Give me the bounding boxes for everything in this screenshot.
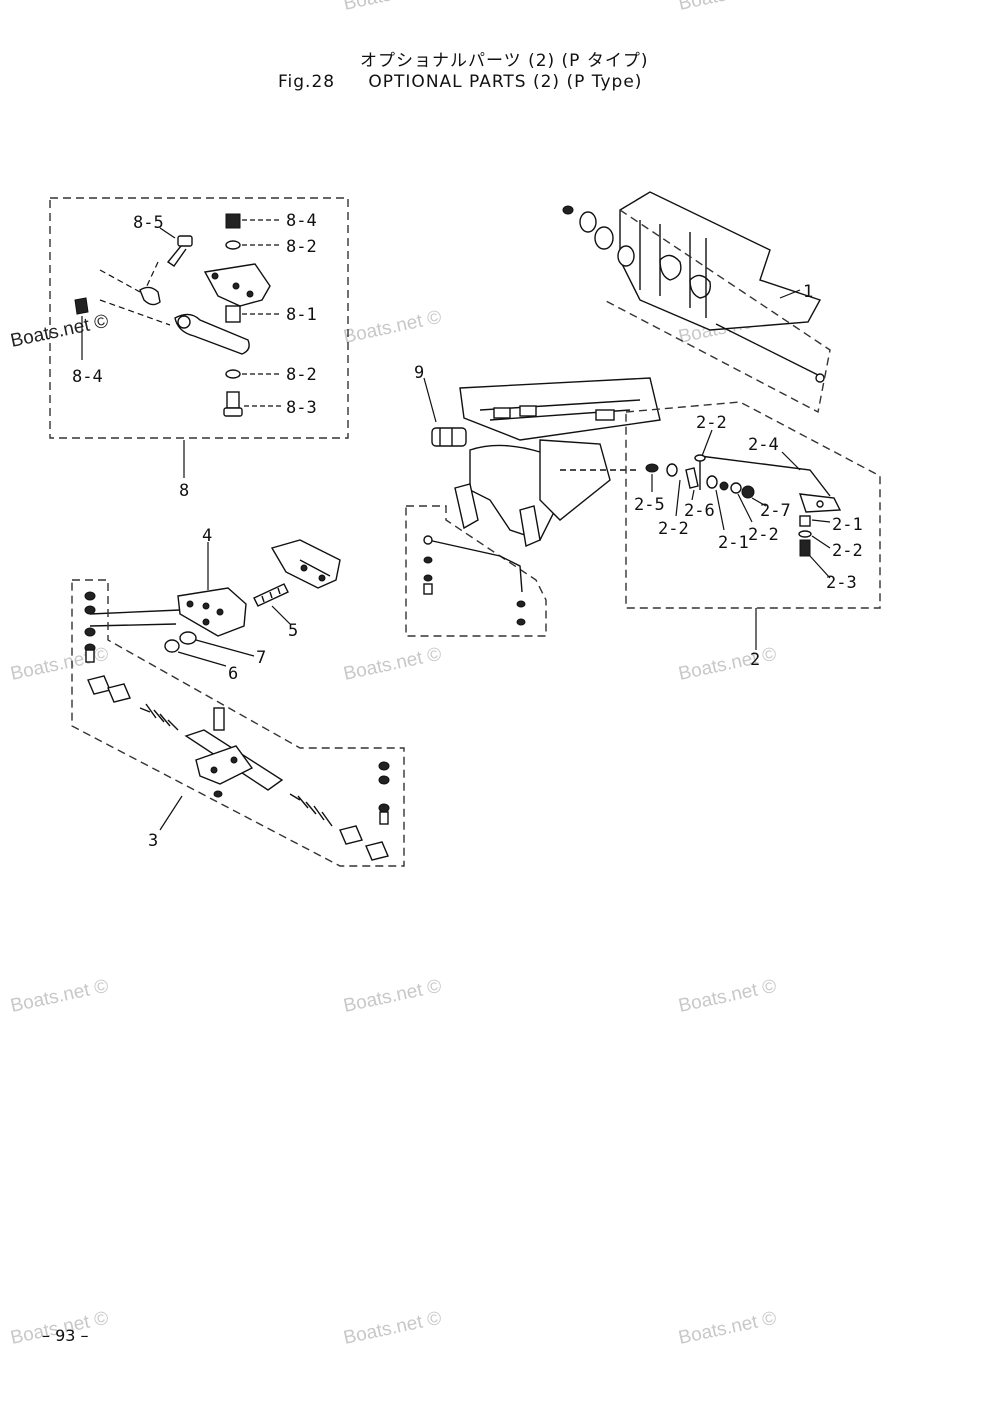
callout-8-2: 8-2 [286, 237, 317, 257]
callout-8-4: 8-4 [72, 367, 103, 387]
bolt-2-3 [799, 539, 811, 557]
watermark-text: Boats.net © [342, 0, 444, 15]
watermark-text: Boats.net © [677, 644, 779, 685]
title-japanese: オプショナルパーツ (2) (P タイプ) [360, 51, 649, 71]
washer-7 [179, 631, 197, 645]
collar-2-1 [799, 515, 811, 527]
watermark-text: Boats.net © [9, 976, 111, 1017]
callout-4: 4 [202, 526, 212, 546]
bolt-8-5 [166, 235, 193, 267]
watermark-text: Boats.net © [677, 0, 779, 15]
assembly-1: 1 [562, 191, 831, 414]
clamp-bracket [619, 191, 822, 331]
callout-2-2: 2-2 [658, 519, 689, 539]
callout-9: 9 [414, 363, 424, 383]
watermark-text: Boats.net © [342, 1308, 444, 1349]
callout-2-1: 2-1 [832, 515, 863, 535]
nut-2-5 [645, 463, 659, 473]
callout-2-2: 2-2 [832, 541, 863, 561]
callout-2-4: 2-4 [748, 435, 779, 455]
assembly-8-box [49, 197, 349, 439]
assembly-2-box [625, 401, 881, 609]
figure-title-english: OPTIONAL PARTS (2) (P Type) [368, 72, 643, 92]
callout-2-2: 2-2 [696, 413, 727, 433]
callout-8-5: 8-5 [133, 213, 164, 233]
watermark-text: Boats.net © [677, 976, 779, 1017]
callout-3: 3 [148, 831, 158, 851]
callout-1: 1 [803, 282, 813, 302]
nut-6 [164, 639, 180, 653]
washer-2-2b [730, 482, 742, 494]
watermark-text: Boats.net © [342, 644, 444, 685]
callout-7: 7 [256, 648, 266, 668]
washer-8-2a [225, 240, 241, 250]
callout-2-5: 2-5 [634, 495, 665, 515]
page-number: – 93 – [42, 1326, 89, 1345]
callout-8-4: 8-4 [286, 211, 317, 231]
figure-number: Fig.28 [278, 72, 336, 92]
rod-sub-box [405, 505, 547, 637]
mount-housing [459, 377, 661, 441]
washer-8-2b [225, 369, 241, 379]
watermark-text: Boats.net © [342, 976, 444, 1017]
callout-2-2: 2-2 [748, 525, 779, 545]
plate-4 [177, 587, 247, 637]
assembly-3: 3 [71, 579, 405, 867]
washer-2-2 [798, 530, 812, 538]
pin-2-6 [685, 467, 699, 489]
watermark-text: Boats.net © [342, 307, 444, 348]
callout-2: 2 [750, 650, 760, 670]
lever-arm [174, 313, 250, 355]
bolt-8-3 [223, 391, 243, 417]
watermark-text: Boats.net © [677, 1308, 779, 1349]
central-mount: 9 [405, 363, 661, 637]
assembly-2: 2-2 2-4 2-5 2-6 2-2 2-7 2-1 2-1 2-2 2-2 … [625, 401, 881, 670]
callout-2-3: 2-3 [826, 573, 857, 593]
figure-title: Fig.28 OPTIONAL PARTS (2) (P Type) [278, 72, 642, 92]
assembly-3-box [71, 579, 405, 867]
callout-2-1: 2-1 [718, 533, 749, 553]
callout-5: 5 [288, 621, 298, 641]
part-9 [431, 427, 467, 447]
nut-8-4 [225, 213, 241, 229]
assembly-8: 8-5 8-4 8-2 8-1 8-4 8-2 8-3 8 [49, 197, 349, 501]
collar-8-1 [225, 305, 241, 323]
nut-2-7 [741, 485, 755, 499]
link-end-2-1 [798, 493, 842, 513]
callout-8-2: 8-2 [286, 365, 317, 385]
assembly-4-5: 4 5 7 6 [89, 526, 341, 684]
callout-8: 8 [179, 481, 189, 501]
callout-8-1: 8-1 [286, 305, 317, 325]
watermark-text-dark: Boats.net © [9, 311, 111, 352]
callout-8-3: 8-3 [286, 398, 317, 418]
shaft-bracket [195, 745, 254, 785]
collar-2-1b [706, 475, 718, 489]
callout-6: 6 [228, 664, 238, 684]
callout-2-6: 2-6 [684, 501, 715, 521]
callout-2-7: 2-7 [760, 501, 791, 521]
rod-2-4 [699, 455, 831, 497]
